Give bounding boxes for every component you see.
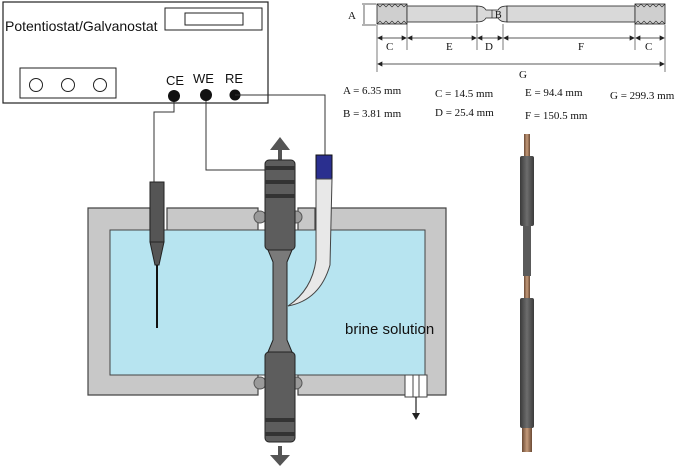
- wire-we: [205, 101, 280, 171]
- instrument-label: Potentiostat/Galvanostat: [5, 18, 158, 34]
- dim-value-d: D = 25.4 mm: [435, 107, 494, 119]
- knob: [93, 78, 107, 92]
- display-screen: [184, 12, 244, 26]
- dim-value-a: A = 6.35 mm: [343, 85, 402, 97]
- dim-value-c: C = 14.5 mm: [435, 88, 494, 100]
- o-ring: [253, 376, 267, 390]
- terminal-label-we: WE: [193, 71, 214, 86]
- dim-label-c: C: [645, 41, 652, 53]
- dim-label-f: F: [578, 41, 584, 53]
- dim-label-d: D: [485, 41, 493, 53]
- wire-re: [235, 94, 326, 155]
- drain-arrow: [412, 413, 420, 420]
- counter-electrode: [149, 181, 165, 328]
- load-arrow-down: [270, 446, 290, 466]
- knob: [61, 78, 75, 92]
- wires: [153, 94, 326, 182]
- specimen-photo: [520, 134, 534, 452]
- reference-electrode: [287, 154, 333, 307]
- dim-label-a: A: [348, 10, 356, 22]
- o-ring: [253, 210, 267, 224]
- terminal-ce: [168, 90, 180, 102]
- wire-ce: [153, 102, 175, 182]
- dim-label-g: G: [519, 69, 527, 81]
- dim-label-e: E: [446, 41, 453, 53]
- load-arrow-up: [270, 137, 290, 160]
- dim-label-c: C: [386, 41, 393, 53]
- dim-value-g: G = 299.3 mm: [610, 90, 675, 102]
- terminal-label-ce: CE: [166, 73, 184, 88]
- potentiostat-box: Potentiostat/Galvanostat CE WE RE: [2, 1, 269, 104]
- dim-value-f: F = 150.5 mm: [525, 110, 588, 122]
- terminal-label-re: RE: [225, 71, 243, 86]
- electrochemical-cell: brine solution: [87, 207, 447, 420]
- dim-value-b: B = 3.81 mm: [343, 108, 402, 120]
- knob: [29, 78, 43, 92]
- drain-outlet: [404, 374, 428, 398]
- solution-label: brine solution: [345, 321, 434, 338]
- dim-value-e: E = 94.4 mm: [525, 87, 583, 99]
- dim-label-b: B: [495, 10, 502, 21]
- specimen-dimension-drawing: A B: [343, 3, 675, 122]
- tensile-specimen: [264, 137, 296, 466]
- terminal-we: [200, 89, 212, 101]
